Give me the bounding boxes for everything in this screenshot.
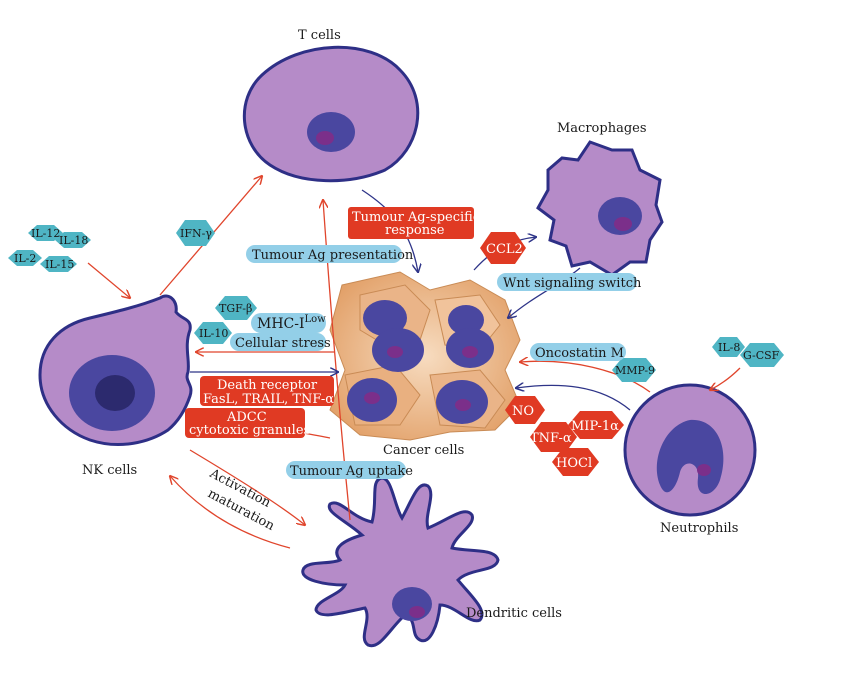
svg-text:TGF-β: TGF-β	[219, 302, 252, 315]
cytokine-il8: IL-8	[712, 337, 745, 357]
cytokine-ifn-gamma: IFN-γ	[176, 220, 215, 246]
adcc-box: ADCC cytotoxic granules	[185, 408, 310, 438]
arrow-neutrophil-to-cancer	[516, 385, 631, 411]
dendritic-cell	[301, 476, 500, 648]
cytokine-il2: IL-2	[8, 250, 42, 266]
mhc-superscript: Low	[305, 314, 327, 325]
cellular-stress-pill: Cellular stress	[230, 333, 331, 351]
svg-text:response: response	[385, 223, 445, 238]
svg-text:cytotoxic granules: cytotoxic granules	[189, 423, 310, 438]
svg-text:Tumour Ag-specific: Tumour Ag-specific	[352, 210, 480, 225]
svg-text:IFN-γ: IFN-γ	[180, 227, 212, 240]
cytokine-il15: IL-15	[40, 256, 77, 272]
svg-text:IL-12: IL-12	[31, 227, 60, 240]
arrow-nk-to-dendritic	[189, 449, 305, 525]
no-hex: NO	[505, 396, 545, 424]
svg-text:Cellular stress: Cellular stress	[235, 336, 331, 351]
tumour-ag-specific-box: Tumour Ag-specific response	[348, 207, 480, 239]
svg-text:IL-8: IL-8	[718, 341, 740, 354]
ccl2-hex: CCL2	[480, 232, 526, 264]
arrow-cytokines-to-nk	[87, 262, 130, 298]
cancer-cells-label: Cancer cells	[383, 443, 464, 458]
cytokine-il10: IL-10	[194, 322, 232, 344]
svg-text:MHC-ILow: MHC-ILow	[257, 314, 326, 332]
mhc-pill: MHC-ILow	[251, 313, 326, 333]
arrow-dendritic-to-tcell	[323, 200, 351, 521]
dendritic-cells-label: Dendritic cells	[466, 606, 562, 621]
arrow-il8-to-neutrophil	[710, 367, 741, 390]
svg-text:CCL2: CCL2	[486, 242, 523, 257]
cancer-cell-cluster	[329, 271, 521, 441]
svg-text:IL-2: IL-2	[14, 252, 36, 265]
arrow-oncostatin	[520, 361, 651, 393]
cytokine-il12: IL-12	[28, 225, 63, 241]
cytokine-g-csf: G-CSF	[740, 343, 784, 367]
macrophage-cell	[536, 140, 664, 277]
arrow-dendritic-to-nk	[170, 476, 291, 549]
wnt-signaling-pill: Wnt signaling switch	[497, 273, 642, 291]
svg-text:NO: NO	[512, 404, 534, 419]
cytokine-mmp9: MMP-9	[612, 358, 656, 382]
svg-text:MMP-9: MMP-9	[615, 364, 655, 377]
t-cell	[242, 45, 420, 183]
svg-text:Wnt signaling switch: Wnt signaling switch	[503, 276, 642, 291]
mip-1alpha-hex: MIP-1α	[568, 411, 624, 439]
neutrophil-cell	[623, 383, 757, 517]
svg-text:TNF-α: TNF-α	[530, 431, 572, 446]
svg-text:ADCC: ADCC	[226, 410, 267, 425]
cytokine-tgf-beta: TGF-β	[215, 296, 257, 320]
neutrophils-label: Neutrophils	[660, 521, 738, 536]
mhc-main: MHC-I	[257, 316, 305, 332]
svg-text:MIP-1α: MIP-1α	[571, 419, 619, 434]
svg-text:Death receptor: Death receptor	[217, 378, 318, 393]
nk-cell	[38, 294, 193, 447]
tumour-ag-uptake-pill: Tumour Ag uptake	[286, 461, 413, 479]
death-receptor-box: Death receptor FasL, TRAIL, TNF-α	[200, 376, 334, 407]
svg-text:IL-18: IL-18	[59, 234, 88, 247]
oncostatin-m-pill: Oncostatin M	[530, 343, 626, 361]
svg-text:IL-15: IL-15	[45, 258, 74, 271]
cytokine-il18: IL-18	[55, 232, 91, 248]
hocl-hex: HOCl	[552, 448, 599, 476]
svg-text:Tumour Ag uptake: Tumour Ag uptake	[290, 464, 413, 479]
svg-text:G-CSF: G-CSF	[743, 349, 780, 362]
tumour-ag-presentation-pill: Tumour Ag presentation	[246, 245, 414, 263]
tnf-alpha-hex: TNF-α	[530, 422, 577, 452]
svg-text:Oncostatin M: Oncostatin M	[535, 346, 624, 361]
svg-text:HOCl: HOCl	[556, 456, 592, 471]
nk-cells-label: NK cells	[82, 463, 137, 478]
t-cells-label: T cells	[298, 28, 341, 43]
svg-text:Tumour Ag presentation: Tumour Ag presentation	[252, 248, 414, 263]
svg-text:IL-10: IL-10	[199, 327, 228, 340]
svg-text:FasL, TRAIL, TNF-α: FasL, TRAIL, TNF-α	[203, 392, 334, 407]
macrophages-label: Macrophages	[557, 121, 647, 136]
